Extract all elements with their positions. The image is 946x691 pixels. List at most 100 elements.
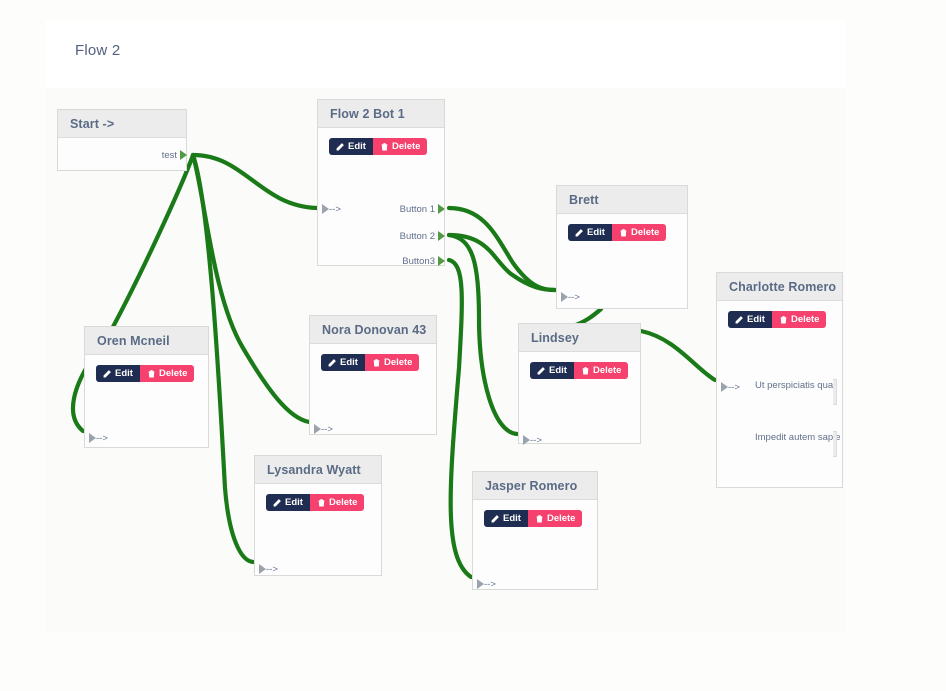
- port-in-lysandra-wyatt[interactable]: -->: [259, 564, 278, 576]
- flow-canvas[interactable]: Start -> test Flow 2 Bot 1 Edit: [45, 88, 845, 633]
- node-start[interactable]: Start -> test: [57, 109, 187, 171]
- edge-button1-to-brett: [446, 205, 558, 293]
- port-in-brett[interactable]: -->: [561, 292, 580, 304]
- delete-button-label: Delete: [391, 141, 421, 152]
- edit-button[interactable]: Edit: [329, 138, 373, 155]
- port-marker-out-icon: [438, 231, 445, 241]
- edit-icon: [328, 359, 336, 367]
- edge-start-to-nora: [190, 152, 312, 425]
- edit-icon: [537, 367, 545, 375]
- port-marker-in-icon: [477, 579, 484, 589]
- node-jasper-romero[interactable]: Jasper Romero Edit Delete -->: [472, 471, 598, 590]
- delete-button[interactable]: Delete: [527, 510, 583, 527]
- node-flow2bot1[interactable]: Flow 2 Bot 1 Edit Delete: [317, 99, 445, 268]
- node-flow2bot1-body: Edit Delete --> Button 1: [318, 128, 445, 268]
- port-in-lindsey[interactable]: -->: [523, 435, 542, 447]
- node-oren-mcneil-title: Oren Mcneil: [85, 327, 208, 355]
- port-in-oren-mcneil[interactable]: -->: [89, 433, 108, 445]
- delete-button[interactable]: Delete: [364, 354, 420, 371]
- delete-button-label: Delete: [790, 314, 820, 325]
- edge-start-to-flow2bot1: [190, 152, 320, 211]
- delete-button-label: Delete: [630, 227, 660, 238]
- port-in-lindsey-label: -->: [530, 435, 542, 446]
- edit-button-label: Edit: [285, 497, 303, 508]
- node-jasper-romero-body: Edit Delete -->: [473, 500, 597, 590]
- port-marker-in-icon: [89, 433, 96, 443]
- port-out-button-2-label: Button 2: [399, 231, 435, 242]
- node-nora-donovan-43-title: Nora Donovan 43: [310, 316, 436, 344]
- node-lindsey-actions: Edit Delete: [530, 362, 629, 379]
- node-brett[interactable]: Brett Edit Delete -->: [556, 185, 688, 309]
- port-out-button-1-label: Button 1: [399, 204, 435, 215]
- edit-button[interactable]: Edit: [321, 354, 365, 371]
- delete-button[interactable]: Delete: [309, 494, 365, 511]
- port-out-charlotte-2-label: Impedit autem sapie: [755, 432, 841, 443]
- node-oren-mcneil[interactable]: Oren Mcneil Edit Delete -->: [84, 326, 209, 448]
- port-out-button-1[interactable]: Button 1: [399, 204, 445, 216]
- node-nora-donovan-43[interactable]: Nora Donovan 43 Edit Delete -->: [309, 315, 437, 435]
- port-in-charlotte-romero-label: -->: [728, 382, 740, 393]
- delete-button[interactable]: Delete: [771, 311, 827, 328]
- trash-icon: [536, 515, 543, 523]
- port-out-button-2[interactable]: Button 2: [399, 231, 445, 243]
- delete-button-label: Delete: [328, 497, 358, 508]
- node-lindsey-title: Lindsey: [519, 324, 640, 352]
- port-out-button-3[interactable]: Button3: [402, 256, 445, 268]
- node-lysandra-wyatt-title: Lysandra Wyatt: [255, 456, 381, 484]
- port-in-nora-donovan-43[interactable]: -->: [314, 424, 333, 436]
- edit-button[interactable]: Edit: [530, 362, 574, 379]
- delete-button[interactable]: Delete: [611, 224, 667, 241]
- edit-icon: [336, 143, 344, 151]
- port-marker-out-icon: [180, 150, 187, 160]
- edit-icon: [575, 229, 583, 237]
- edit-button[interactable]: Edit: [484, 510, 528, 527]
- edit-button-label: Edit: [587, 227, 605, 238]
- trash-icon: [582, 367, 589, 375]
- node-lindsey[interactable]: Lindsey Edit Delete -->: [518, 323, 641, 447]
- edit-button[interactable]: Edit: [266, 494, 310, 511]
- port-marker-in-icon: [721, 382, 728, 392]
- node-charlotte-romero[interactable]: Charlotte Romero Edit Delete -->: [716, 272, 843, 488]
- port-out-start-test[interactable]: test: [162, 150, 187, 162]
- node-nora-donovan-43-body: Edit Delete -->: [310, 344, 436, 435]
- port-in-brett-label: -->: [568, 292, 580, 303]
- delete-button[interactable]: Delete: [573, 362, 629, 379]
- edit-button-label: Edit: [340, 357, 358, 368]
- node-brett-actions: Edit Delete: [568, 224, 667, 241]
- edge-button2-to-brett: [446, 232, 558, 293]
- edit-button[interactable]: Edit: [728, 311, 772, 328]
- port-out-charlotte-2[interactable]: Impedit autem sapie: [755, 431, 841, 457]
- port-in-jasper-romero[interactable]: -->: [477, 579, 496, 591]
- port-marker-in-icon: [523, 435, 530, 445]
- node-charlotte-romero-actions: Edit Delete: [728, 311, 827, 328]
- edit-button[interactable]: Edit: [96, 365, 140, 382]
- port-in-nora-donovan-43-label: -->: [321, 424, 333, 435]
- node-brett-body: Edit Delete -->: [557, 214, 687, 309]
- node-lysandra-wyatt-actions: Edit Delete: [266, 494, 365, 511]
- port-out-button-3-label: Button3: [402, 256, 435, 267]
- trash-icon: [620, 229, 627, 237]
- edit-button[interactable]: Edit: [568, 224, 612, 241]
- node-brett-title: Brett: [557, 186, 687, 214]
- node-start-title: Start ->: [58, 110, 186, 138]
- node-lindsey-body: Edit Delete -->: [519, 352, 640, 447]
- edge-button2-to-lindsey: [446, 232, 520, 437]
- edit-icon: [491, 515, 499, 523]
- node-lysandra-wyatt[interactable]: Lysandra Wyatt Edit Delete -->: [254, 455, 382, 576]
- trash-icon: [148, 370, 155, 378]
- edit-button-label: Edit: [747, 314, 765, 325]
- delete-button[interactable]: Delete: [372, 138, 428, 155]
- node-charlotte-romero-title: Charlotte Romero: [717, 273, 842, 301]
- port-in-flow2bot1[interactable]: -->: [322, 204, 341, 216]
- node-lysandra-wyatt-body: Edit Delete -->: [255, 484, 381, 576]
- node-charlotte-romero-body: Edit Delete --> Ut perspiciatis qua: [717, 301, 842, 488]
- port-marker-out-icon: [833, 379, 837, 405]
- port-out-charlotte-1[interactable]: Ut perspiciatis qua: [755, 379, 837, 405]
- node-oren-mcneil-actions: Edit Delete: [96, 365, 195, 382]
- node-flow2bot1-title: Flow 2 Bot 1: [318, 100, 444, 128]
- edge-lindsey-to-charlotte: [638, 328, 718, 383]
- delete-button-label: Delete: [383, 357, 413, 368]
- port-in-charlotte-romero[interactable]: -->: [721, 382, 740, 394]
- delete-button[interactable]: Delete: [139, 365, 195, 382]
